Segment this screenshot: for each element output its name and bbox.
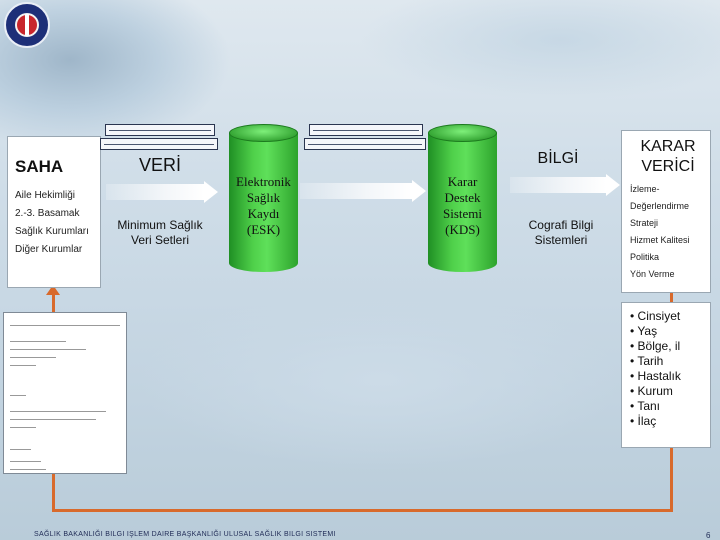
attribute-item: • Yaş xyxy=(630,324,658,338)
attribute-item: • İlaç xyxy=(630,414,657,428)
background-photo xyxy=(0,0,720,140)
attribute-item: • Tarih xyxy=(630,354,664,368)
veri-sublabel: Minimum Sağlık Veri Setleri xyxy=(108,218,212,248)
bilgi-sublabel: Cografi Bilgi Sistemleri xyxy=(506,218,616,248)
saha-item: 2.-3. Basamak xyxy=(15,208,80,219)
karar-item: Değerlendirme xyxy=(630,201,690,211)
kds-label: Karar Destek Sistemi (KDS) xyxy=(428,174,497,238)
attributes-panel: • Cinsiyet • Yaş • Bölge, il • Tarih • H… xyxy=(621,302,711,448)
veri-label: VERİ xyxy=(138,155,181,175)
record-row-icon xyxy=(105,124,215,136)
kds-label-line: Sistemi xyxy=(442,206,482,221)
attribute-item: • Bölge, il xyxy=(630,339,681,353)
logo-cross-icon xyxy=(25,14,29,36)
karar-item: Politika xyxy=(630,252,660,262)
esk-label: Elektronik Sağlık Kaydı (ESK) xyxy=(229,174,298,238)
esk-cylinder: Elektronik Sağlık Kaydı (ESK) xyxy=(229,124,298,272)
attribute-item: • Cinsiyet xyxy=(630,309,681,323)
karar-item: İzleme- xyxy=(630,184,660,194)
saha-panel: SAHA Aile Hekimliği 2.-3. Basamak Sağlık… xyxy=(7,136,101,288)
attribute-item: • Tanı xyxy=(630,399,660,413)
page-number: 6 xyxy=(706,531,711,540)
records-stack-icon xyxy=(100,124,220,154)
esk-label-line: Sağlık xyxy=(246,190,281,205)
attribute-item: • Hastalık xyxy=(630,369,681,383)
bilgi-sublabel-line: Cografi Bilgi xyxy=(528,218,594,232)
veri-sublabel-line: Minimum Sağlık xyxy=(117,218,203,232)
kds-label-line: Destek xyxy=(444,190,481,205)
karar-verici-panel: KARAR VERİCİ İzleme- Değerlendirme Strat… xyxy=(621,130,711,293)
minimum-data-set-form-thumbnail xyxy=(3,312,127,474)
background-glow xyxy=(120,300,620,500)
bilgi-sublabel-line: Sistemleri xyxy=(534,233,588,247)
bilgi-label: BİLGİ xyxy=(537,150,579,167)
attribute-item: • Kurum xyxy=(630,384,673,398)
kds-label-line: Karar xyxy=(447,174,478,189)
esk-label-line: Kaydı xyxy=(247,206,280,221)
karar-title-line: VERİCİ xyxy=(641,158,695,175)
kds-label-line: (KDS) xyxy=(445,222,480,237)
veri-arrow xyxy=(106,181,218,203)
karar-item: Strateji xyxy=(630,218,659,228)
feedback-loop-arrow xyxy=(52,290,673,512)
esk-label-line: Elektronik xyxy=(236,174,291,189)
karar-item: Yön Verme xyxy=(630,269,675,279)
saha-item: Aile Hekimliği xyxy=(15,190,76,201)
esk-to-kds-arrow xyxy=(300,180,426,202)
karar-verici-title: KARAR VERİCİ xyxy=(630,137,706,177)
saha-title: SAHA xyxy=(15,157,64,176)
loop-arrowhead-icon xyxy=(46,285,60,295)
records-stack-icon xyxy=(304,124,428,154)
record-row-icon xyxy=(309,124,423,136)
karar-item: Hizmet Kalitesi xyxy=(630,235,690,245)
karar-title-line: KARAR xyxy=(640,138,696,155)
record-row-icon xyxy=(304,138,426,150)
bilgi-arrow xyxy=(510,174,620,196)
saha-item: Diğer Kurumlar xyxy=(15,244,83,255)
saha-item: Sağlık Kurumları xyxy=(15,226,89,237)
veri-sublabel-line: Veri Setleri xyxy=(130,233,190,247)
ministry-logo xyxy=(4,2,50,48)
esk-label-line: (ESK) xyxy=(246,222,281,237)
kds-cylinder: Karar Destek Sistemi (KDS) xyxy=(428,124,497,272)
record-row-icon xyxy=(100,138,218,150)
footer-text: SAĞLIK BAKANLIĞI BILGI IŞLEM DAIRE BAŞKA… xyxy=(34,531,336,538)
